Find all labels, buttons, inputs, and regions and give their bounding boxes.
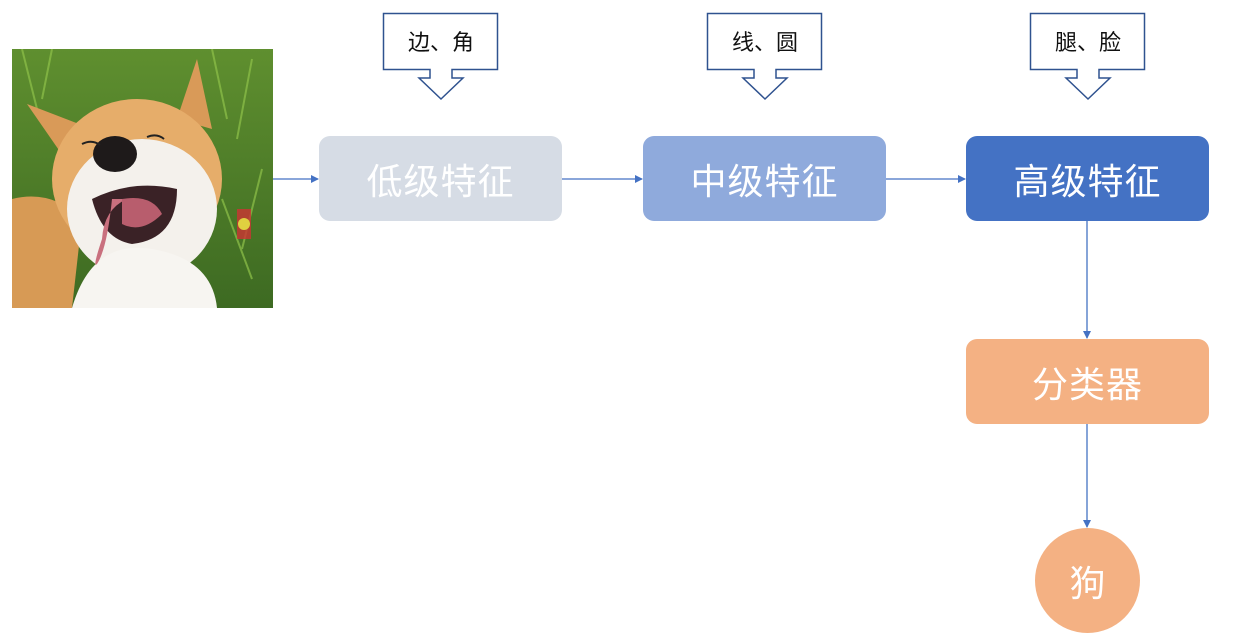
node-label: 中级特征	[690, 161, 839, 203]
mid-level-features-node: 中级特征	[643, 136, 886, 221]
output-label: 狗	[1069, 563, 1106, 605]
low-level-features-node: 低级特征	[319, 136, 562, 221]
input-dog-photo	[12, 49, 273, 308]
callout-shape-1	[382, 12, 499, 101]
callout-low-features: 边、角	[383, 0, 499, 90]
callout-high-features: 腿、脸	[1030, 0, 1146, 90]
callout-shape-2	[706, 12, 823, 101]
node-label: 低级特征	[366, 161, 515, 203]
callout-mid-features: 线、圆	[707, 0, 823, 90]
callout-label: 线、圆	[731, 31, 798, 56]
callout-label: 边、角	[407, 31, 474, 56]
node-label: 分类器	[1031, 364, 1143, 406]
callout-label: 腿、脸	[1054, 31, 1121, 56]
dog-photo-icon	[12, 49, 273, 308]
classifier-node: 分类器	[966, 339, 1209, 424]
output-dog-circle: 狗	[1035, 528, 1140, 633]
node-label: 高级特征	[1013, 161, 1162, 203]
callout-shape-3	[1029, 12, 1146, 101]
high-level-features-node: 高级特征	[966, 136, 1209, 221]
